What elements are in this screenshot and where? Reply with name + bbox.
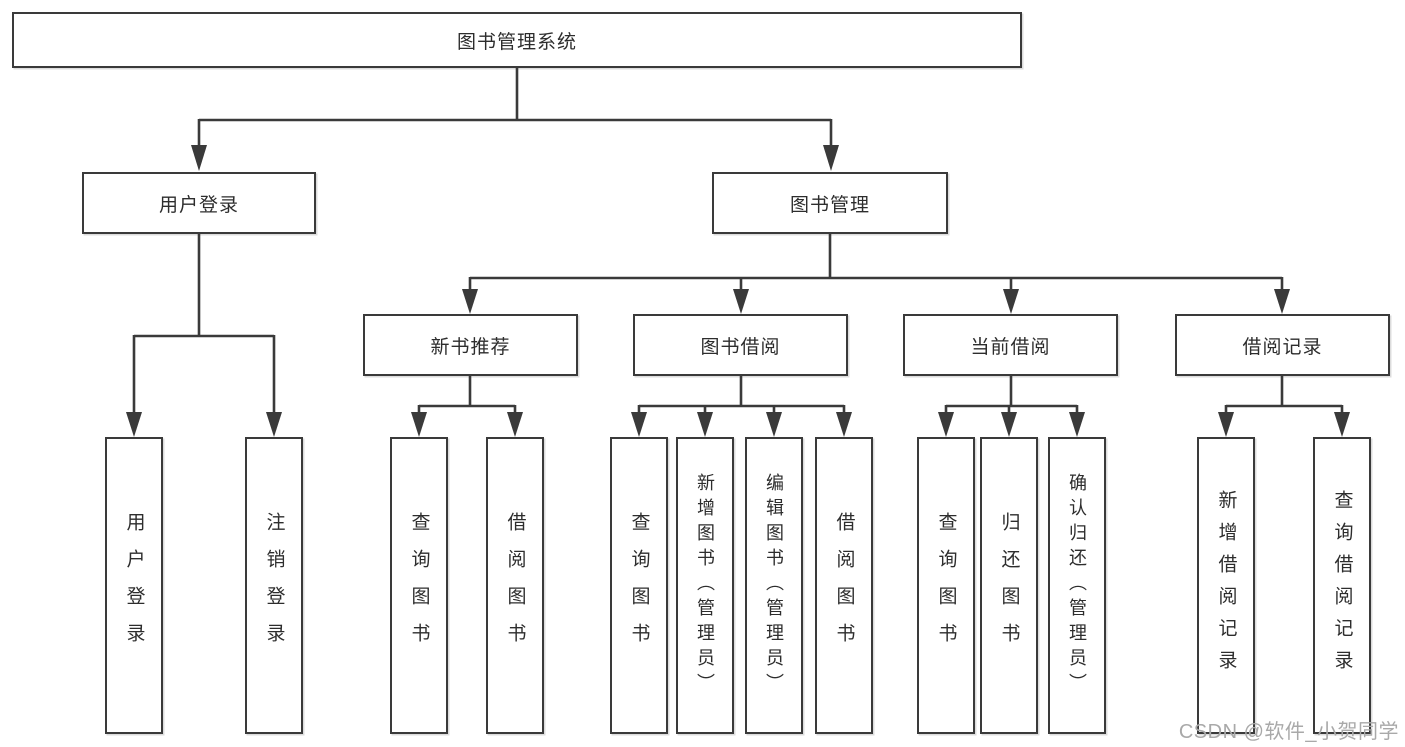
leaf-edit-book-admin: 编辑图书（管理员） bbox=[745, 437, 803, 734]
leaf-borrow-books-recommend: 借阅图书 bbox=[486, 437, 544, 734]
leaf-label: 新增借阅记录 bbox=[1215, 489, 1237, 682]
leaf-label: 用户登录 bbox=[123, 511, 145, 660]
node-label: 当前借阅 bbox=[970, 336, 1051, 358]
arrowheads bbox=[126, 145, 1350, 437]
leaf-label: 新增图书（管理员） bbox=[695, 473, 715, 698]
node-book-borrow: 图书借阅 bbox=[633, 314, 848, 376]
node-label: 新书推荐 bbox=[430, 336, 511, 358]
leaf-label: 确认归还（管理员） bbox=[1067, 473, 1087, 698]
leaf-return-books: 归还图书 bbox=[980, 437, 1038, 734]
node-user-login: 用户登录 bbox=[82, 172, 316, 234]
leaf-label: 查询图书 bbox=[408, 511, 430, 660]
leaf-query-books-borrow: 查询图书 bbox=[610, 437, 668, 734]
node-label: 图书管理系统 bbox=[456, 31, 577, 53]
leaf-logout: 注销登录 bbox=[245, 437, 303, 734]
leaf-label: 编辑图书（管理员） bbox=[764, 473, 784, 698]
leaf-user-login: 用户登录 bbox=[105, 437, 163, 734]
leaf-label: 注销登录 bbox=[263, 511, 285, 660]
leaf-borrow-books: 借阅图书 bbox=[815, 437, 873, 734]
leaf-add-borrow-record: 新增借阅记录 bbox=[1197, 437, 1255, 734]
node-label: 借阅记录 bbox=[1242, 336, 1323, 358]
leaf-add-book-admin: 新增图书（管理员） bbox=[676, 437, 734, 734]
node-book-management: 图书管理 bbox=[712, 172, 948, 234]
leaf-confirm-return-admin: 确认归还（管理员） bbox=[1048, 437, 1106, 734]
node-label: 图书管理 bbox=[789, 194, 870, 216]
node-new-book-recommend: 新书推荐 bbox=[363, 314, 578, 376]
leaf-query-books-current: 查询图书 bbox=[917, 437, 975, 734]
leaf-label: 归还图书 bbox=[998, 511, 1020, 660]
node-library-management-system: 图书管理系统 bbox=[12, 12, 1022, 68]
node-current-borrow: 当前借阅 bbox=[903, 314, 1118, 376]
leaf-query-books-recommend: 查询图书 bbox=[390, 437, 448, 734]
node-label: 图书借阅 bbox=[700, 336, 781, 358]
node-label: 用户登录 bbox=[158, 194, 239, 216]
leaf-label: 借阅图书 bbox=[833, 511, 855, 660]
leaf-label: 查询借阅记录 bbox=[1331, 489, 1353, 682]
leaf-label: 借阅图书 bbox=[504, 511, 526, 660]
csdn-watermark: CSDN @软件_小贺同学 bbox=[1178, 721, 1399, 743]
node-borrow-records: 借阅记录 bbox=[1175, 314, 1390, 376]
leaf-query-borrow-record: 查询借阅记录 bbox=[1313, 437, 1371, 734]
leaf-label: 查询图书 bbox=[628, 511, 650, 660]
leaf-label: 查询图书 bbox=[935, 511, 957, 660]
